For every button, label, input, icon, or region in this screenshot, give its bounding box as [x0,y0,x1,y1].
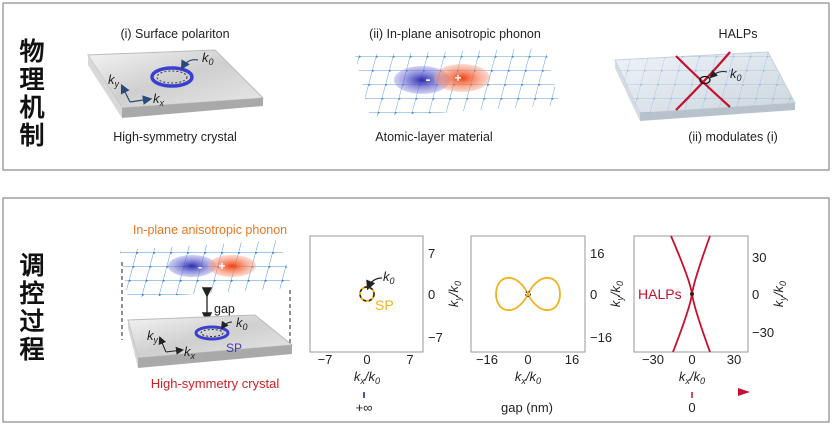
svg-text:7: 7 [428,246,435,261]
panel-title-anisotropic-phonon: (ii) In-plane anisotropic phonon [369,27,541,41]
svg-text:7: 7 [406,352,413,367]
svg-text:+∞: +∞ [356,400,373,415]
isofrequency-plot-sp: k0 SP −7 0 7 7 0 −7 [309,235,443,367]
svg-text:HALPs: HALPs [638,286,682,302]
panel-title-halps: HALPs [719,27,758,41]
svg-text:−7: −7 [318,352,333,367]
svg-text:-: - [426,71,431,87]
svg-text:−7: −7 [428,330,443,345]
svg-text:0: 0 [363,352,370,367]
kx-axis-labels: kx/k0 kx/k0 kx/k0 [354,369,705,386]
svg-text:kx: kx [184,344,196,361]
atomic-layer-lattice: - + [355,48,560,117]
svg-text:-: - [198,259,202,274]
svg-text:ky: ky [108,72,120,89]
svg-text:+: + [218,259,225,273]
panel-title-surface-polariton: (i) Surface polariton [120,27,229,41]
high-symmetry-crystal-label: High-symmetry crystal [151,376,280,391]
svg-text:gap (nm): gap (nm) [501,400,553,415]
high-symmetry-crystal-slab: k0 ky kx [87,49,265,118]
svg-text:ky/k0: ky/k0 [608,281,625,307]
svg-text:0: 0 [752,287,759,302]
svg-text:kx: kx [153,91,165,108]
svg-text:kx/k0: kx/k0 [354,369,380,386]
svg-text:−16: −16 [476,352,498,367]
svg-text:16: 16 [565,352,579,367]
svg-text:0: 0 [428,287,435,302]
svg-text:ky/k0: ky/k0 [446,281,463,307]
heterostructure-illustration: In-plane anisotropic phonon - + gap SP k… [120,223,294,391]
svg-text:ky/k0: ky/k0 [771,281,788,307]
halps-slab: k0 [614,51,796,121]
gap-axis: +∞ gap (nm) 0 [316,388,750,415]
svg-text:0: 0 [524,352,531,367]
svg-text:0: 0 [688,352,695,367]
svg-text:−30: −30 [642,352,664,367]
svg-text:16: 16 [590,246,604,261]
svg-text:k0: k0 [730,66,742,83]
svg-text:+: + [454,71,461,85]
svg-text:30: 30 [752,250,766,265]
tuning-label: 调控过程 [16,252,45,364]
ky-axis-labels: ky/k0 ky/k0 ky/k0 [446,281,788,307]
mechanism-label: 物理机制 [16,38,45,150]
in-plane-phonon-label: In-plane anisotropic phonon [133,223,287,237]
svg-text:kx/k0: kx/k0 [515,369,541,386]
svg-text:30: 30 [727,352,741,367]
svg-text:gap: gap [214,302,235,316]
svg-text:k0: k0 [383,269,395,286]
svg-text:−30: −30 [752,325,774,340]
svg-text:k0: k0 [202,50,214,67]
svg-text:SP: SP [375,297,394,313]
svg-text:k0: k0 [236,315,248,332]
svg-text:SP: SP [226,341,242,355]
panel-caption-atomic-layer-material: Atomic-layer material [375,130,492,144]
svg-text:0: 0 [688,400,695,415]
isofrequency-plot-hybrid: −16 0 16 16 0 −16 [470,235,612,367]
panel-caption-modulates: (ii) modulates (i) [688,130,778,144]
isofrequency-plot-halps: HALPs −30 0 30 30 0 −30 [633,235,774,367]
svg-text:kx/k0: kx/k0 [679,369,705,386]
svg-text:−16: −16 [590,330,612,345]
panel-caption-high-symmetry-crystal: High-symmetry crystal [113,130,237,144]
svg-text:0: 0 [590,287,597,302]
svg-text:ky: ky [147,328,159,345]
tuning-panel [2,197,830,423]
